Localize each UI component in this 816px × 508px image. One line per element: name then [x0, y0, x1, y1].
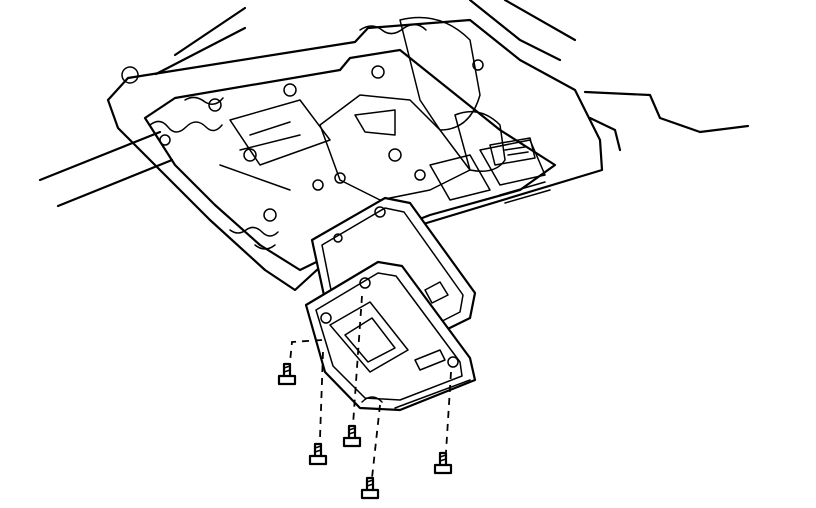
bolt-icon	[277, 362, 297, 386]
bolt-icon	[342, 424, 362, 448]
bolt-icon	[308, 442, 328, 466]
bolt-group	[277, 362, 453, 500]
bolt-icon	[360, 476, 380, 500]
valve-body-assembly	[106, 16, 604, 292]
bolt-icon	[433, 451, 453, 475]
cover-plate	[304, 260, 477, 412]
alignment-lines	[289, 295, 452, 479]
housing-outline	[38, 0, 750, 208]
